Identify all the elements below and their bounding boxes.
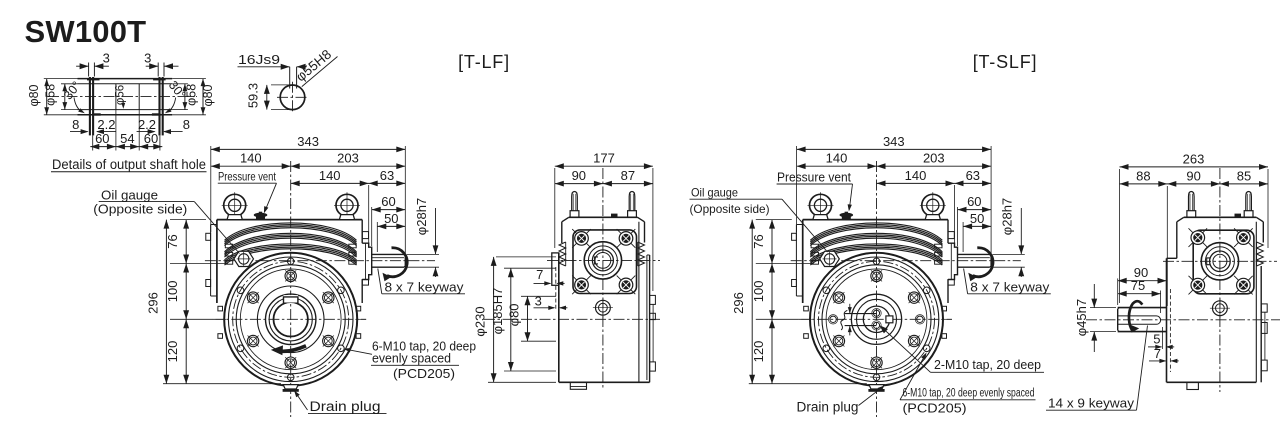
svg-text:343: 343 (297, 134, 319, 149)
svg-text:63: 63 (966, 168, 980, 183)
svg-text:296: 296 (731, 292, 746, 314)
svg-text:Drain plug: Drain plug (310, 399, 381, 414)
svg-text:Details of output shaft hole: Details of output shaft hole (52, 157, 206, 173)
svg-text:7: 7 (536, 267, 543, 282)
svg-text:140: 140 (319, 168, 341, 183)
svg-text:90: 90 (572, 168, 586, 183)
svg-text:2.2: 2.2 (138, 117, 156, 132)
svg-text:2.2: 2.2 (97, 117, 115, 132)
svg-text:8: 8 (72, 117, 79, 132)
svg-text:120: 120 (165, 341, 180, 363)
svg-text:8 x 7 keyway: 8 x 7 keyway (385, 279, 465, 294)
svg-text:140: 140 (905, 168, 927, 183)
svg-text:SW100T: SW100T (25, 14, 147, 49)
svg-text:60: 60 (967, 194, 981, 209)
svg-text:6-M10 tap, 20 deep evenly spac: 6-M10 tap, 20 deep evenly spaced (903, 387, 1035, 399)
svg-text:203: 203 (923, 151, 945, 166)
svg-text:100: 100 (751, 281, 766, 303)
svg-text:(PCD205): (PCD205) (393, 366, 455, 381)
svg-text:177: 177 (593, 151, 615, 166)
svg-text:75: 75 (1131, 278, 1145, 293)
svg-text:140: 140 (826, 151, 848, 166)
svg-text:[T-SLF]: [T-SLF] (973, 52, 1038, 72)
svg-text:60: 60 (144, 131, 158, 146)
svg-text:3: 3 (144, 50, 151, 65)
svg-text:3: 3 (535, 293, 542, 308)
svg-text:14 x 9 keyway: 14 x 9 keyway (1048, 395, 1135, 410)
svg-text:φ58: φ58 (43, 84, 57, 106)
svg-text:63: 63 (380, 168, 394, 183)
svg-text:Oil gauge: Oil gauge (691, 186, 738, 200)
svg-text:evenly spaced: evenly spaced (372, 352, 451, 366)
svg-text:76: 76 (751, 234, 766, 248)
svg-text:7: 7 (1154, 346, 1161, 361)
svg-text:87: 87 (621, 168, 635, 183)
svg-text:(Opposite side): (Opposite side) (93, 201, 187, 216)
svg-text:[T-LF]: [T-LF] (458, 52, 510, 72)
svg-text:(PCD205): (PCD205) (903, 400, 967, 415)
svg-text:(Opposite side): (Opposite side) (690, 202, 770, 216)
svg-text:50: 50 (970, 211, 984, 226)
svg-text:φ230: φ230 (473, 306, 488, 336)
svg-text:2-M10 tap, 20 deep: 2-M10 tap, 20 deep (934, 357, 1041, 372)
svg-text:φ28h7: φ28h7 (414, 198, 429, 235)
svg-text:296: 296 (145, 292, 160, 314)
svg-text:8: 8 (183, 117, 190, 132)
svg-text:φ58: φ58 (185, 84, 199, 106)
svg-text:6-M10 tap, 20 deep: 6-M10 tap, 20 deep (372, 340, 476, 354)
svg-text:8 x 7 keyway: 8 x 7 keyway (970, 279, 1050, 294)
svg-text:φ56: φ56 (114, 85, 126, 105)
svg-text:85: 85 (1237, 168, 1251, 183)
svg-text:Pressure vent: Pressure vent (777, 170, 851, 184)
svg-text:φ80: φ80 (201, 84, 215, 106)
svg-text:φ80: φ80 (27, 84, 41, 106)
svg-text:60: 60 (95, 131, 109, 146)
svg-text:90: 90 (1134, 265, 1148, 280)
svg-text:120: 120 (751, 341, 766, 363)
svg-text:60: 60 (381, 194, 395, 209)
svg-text:140: 140 (240, 151, 262, 166)
svg-text:59.3: 59.3 (246, 83, 261, 108)
svg-text:90: 90 (1186, 168, 1200, 183)
svg-text:343: 343 (883, 134, 905, 149)
svg-text:100: 100 (165, 281, 180, 303)
svg-text:Pressure vent: Pressure vent (218, 170, 277, 184)
svg-text:54: 54 (120, 131, 134, 146)
svg-text:φ185H7: φ185H7 (490, 288, 505, 335)
svg-text:φ80: φ80 (507, 303, 522, 326)
svg-text:Drain plug: Drain plug (797, 400, 859, 415)
svg-text:5: 5 (1153, 332, 1160, 347)
svg-text:263: 263 (1183, 151, 1205, 166)
svg-text:88: 88 (1136, 168, 1150, 183)
svg-text:Oil gauge: Oil gauge (101, 187, 158, 202)
svg-text:φ45h7: φ45h7 (1074, 299, 1089, 336)
svg-text:76: 76 (165, 234, 180, 248)
svg-text:50: 50 (384, 211, 398, 226)
svg-text:3: 3 (103, 50, 110, 65)
svg-text:16Js9: 16Js9 (238, 52, 280, 67)
svg-text:203: 203 (337, 151, 359, 166)
svg-text:φ28h7: φ28h7 (1000, 198, 1015, 235)
